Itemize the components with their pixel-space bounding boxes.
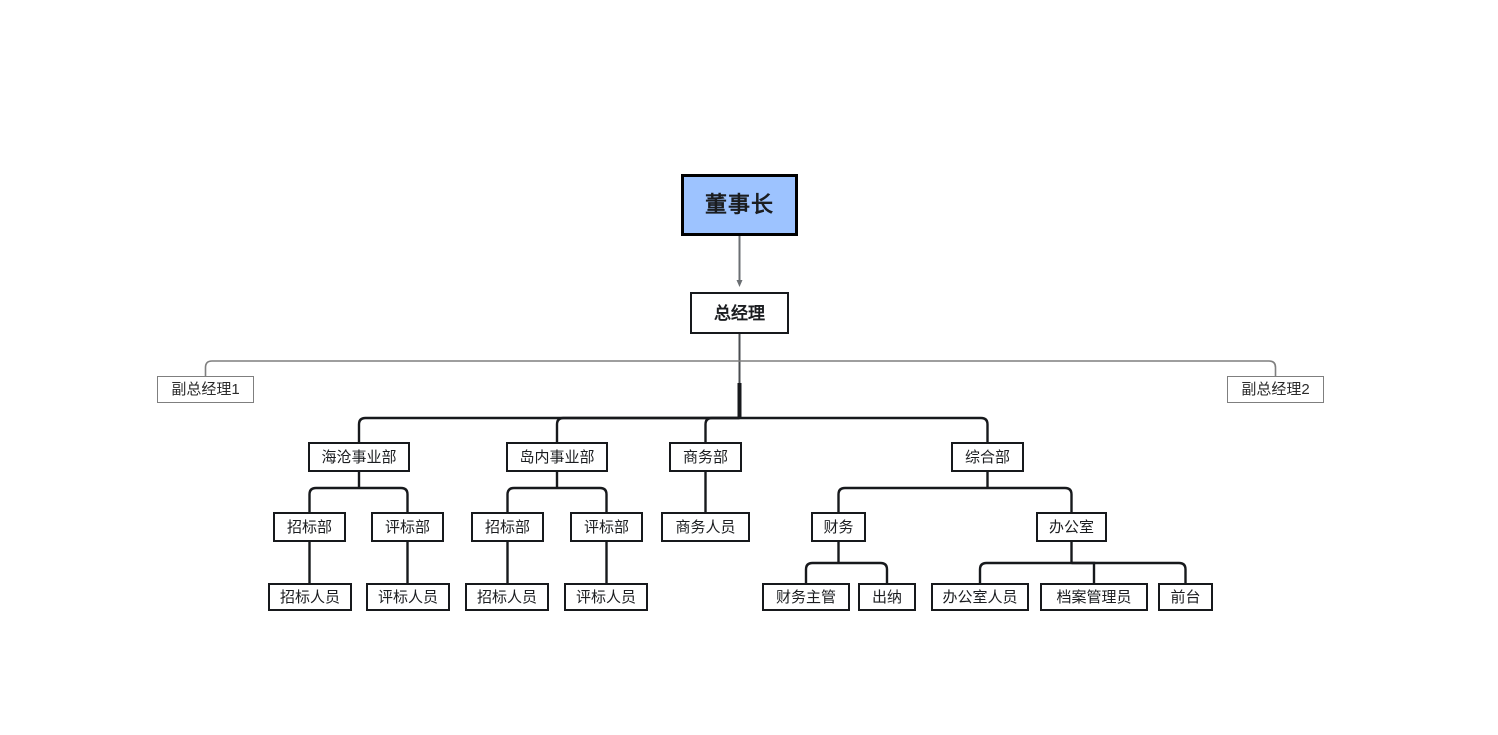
edge-gm-dept-dn — [555, 416, 740, 442]
edge-deptzh-bgs — [987, 486, 1073, 512]
edge-gm-dept-zh — [739, 416, 989, 442]
edge-gm-vgm1 — [204, 360, 740, 376]
org-node-cashier[interactable]: 出纳 — [858, 583, 916, 611]
org-node-daonei-evaluation-dept[interactable]: 评标部 — [570, 512, 643, 542]
org-node-vice-gm-2[interactable]: 副总经理2 — [1227, 376, 1324, 403]
edge-depthc-hcpb — [359, 486, 409, 512]
edge-bgs-qt — [1071, 561, 1187, 583]
org-node-haicang-evaluation-dept[interactable]: 评标部 — [371, 512, 444, 542]
edge-bgs-da — [1071, 561, 1096, 583]
org-node-daonei-bidding-staff[interactable]: 招标人员 — [465, 583, 549, 611]
org-node-haicang-bidding-dept[interactable]: 招标部 — [273, 512, 346, 542]
edge-gm-dept-hc — [357, 416, 740, 442]
org-node-haicang-evaluation-staff[interactable]: 评标人员 — [366, 583, 450, 611]
org-node-receptionist[interactable]: 前台 — [1158, 583, 1213, 611]
edge-deptdn-dnzb — [506, 486, 557, 512]
org-node-vice-gm-1[interactable]: 副总经理1 — [157, 376, 254, 403]
org-node-haicang-bidding-staff[interactable]: 招标人员 — [268, 583, 352, 611]
org-node-daonei-bidding-dept[interactable]: 招标部 — [471, 512, 544, 542]
org-node-daonei-division[interactable]: 岛内事业部 — [506, 442, 608, 472]
edge-depthc-hczb — [308, 486, 359, 512]
org-node-general-affairs-dept[interactable]: 综合部 — [951, 442, 1024, 472]
org-node-office-staff[interactable]: 办公室人员 — [931, 583, 1029, 611]
org-node-finance[interactable]: 财务 — [811, 512, 866, 542]
org-node-daonei-evaluation-staff[interactable]: 评标人员 — [564, 583, 648, 611]
edge-gm-dept-sw — [704, 416, 740, 442]
org-node-archivist[interactable]: 档案管理员 — [1040, 583, 1148, 611]
org-node-chairman[interactable]: 董事长 — [681, 174, 798, 236]
edge-deptzh-cw — [837, 486, 988, 512]
org-node-haicang-division[interactable]: 海沧事业部 — [308, 442, 410, 472]
org-node-office[interactable]: 办公室 — [1036, 512, 1107, 542]
org-node-business-staff[interactable]: 商务人员 — [661, 512, 750, 542]
edge-bgs-ry — [978, 561, 1072, 583]
edge-cw-zg — [804, 561, 839, 583]
edge-cw-cn — [838, 561, 889, 583]
org-node-general-manager[interactable]: 总经理 — [690, 292, 789, 334]
org-node-business-dept[interactable]: 商务部 — [669, 442, 742, 472]
edge-deptdn-dnpb — [557, 486, 608, 512]
edge-gm-vgm2 — [739, 360, 1277, 376]
org-node-finance-supervisor[interactable]: 财务主管 — [762, 583, 850, 611]
